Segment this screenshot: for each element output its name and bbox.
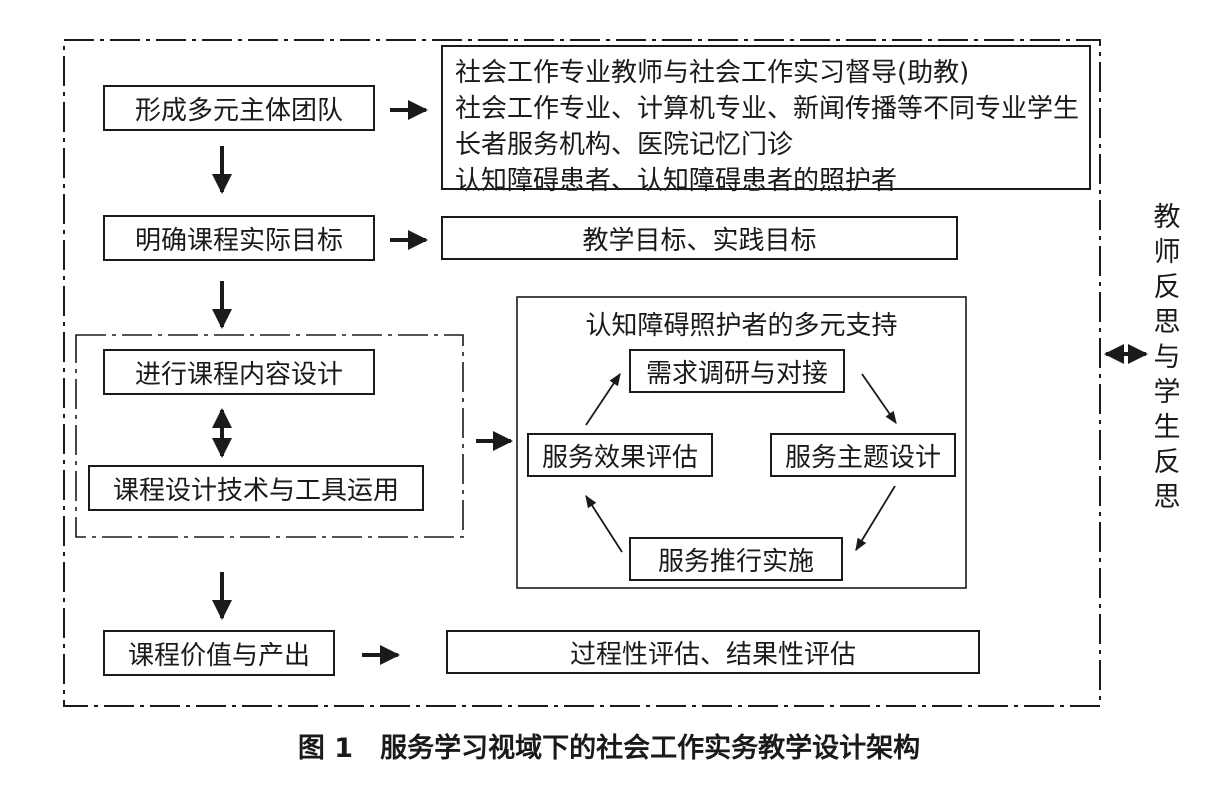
- cycle-design: 服务主题设计: [770, 433, 956, 477]
- reflection-char: 与: [1153, 342, 1181, 373]
- reflection-char: 学: [1153, 377, 1181, 408]
- team-member-line: 社会工作专业教师与社会工作实习督导(助教): [455, 58, 970, 88]
- content-design-group-frame: [75, 334, 464, 538]
- team-member-line: 长者服务机构、医院记忆门诊: [455, 130, 794, 160]
- evaluation-box: 过程性评估、结果性评估: [446, 630, 980, 674]
- reflection-char: 师: [1153, 237, 1181, 268]
- reflection-char: 反: [1153, 447, 1181, 478]
- step-team: 形成多元主体团队: [103, 85, 375, 131]
- step-value: 课程价值与产出: [103, 630, 335, 676]
- step-content: 进行课程内容设计: [103, 349, 375, 395]
- step-goals: 明确课程实际目标: [103, 215, 375, 261]
- cycle-arrow-evaluate-to-research: [585, 372, 621, 426]
- cycle-evaluate: 服务效果评估: [527, 433, 713, 477]
- step-tools: 课程设计技术与工具运用: [88, 465, 424, 511]
- reflection-char: 思: [1153, 307, 1181, 338]
- reflection-char: 反: [1153, 272, 1181, 303]
- reflection-label: 教师反思与学生反思: [1152, 200, 1182, 515]
- team-member-line: 认知障碍患者、认知障碍患者的照护者: [455, 166, 898, 196]
- reflection-char: 教: [1153, 202, 1181, 233]
- reflection-char: 思: [1153, 482, 1181, 513]
- team-member-line: 社会工作专业、计算机专业、新闻传播等不同专业学生: [455, 94, 1080, 124]
- outer-frame: [63, 39, 1101, 707]
- cycle-arrow-research-to-design: [861, 373, 897, 425]
- cycle-arrow-implement-to-evaluate: [585, 494, 623, 553]
- cycle-arrow-design-to-implement: [855, 485, 896, 552]
- support-frame: [516, 296, 967, 589]
- support-title: 认知障碍照护者的多元支持: [585, 311, 898, 341]
- reflection-char: 生: [1153, 412, 1181, 443]
- goals-detail-box: 教学目标、实践目标: [441, 216, 958, 260]
- cycle-research: 需求调研与对接: [629, 349, 845, 393]
- team-members-box: 社会工作专业教师与社会工作实习督导(助教) 社会工作专业、计算机专业、新闻传播等…: [441, 45, 1091, 196]
- cycle-implement: 服务推行实施: [629, 537, 843, 581]
- figure-caption: 图 1 服务学习视域下的社会工作实务教学设计架构: [297, 733, 921, 764]
